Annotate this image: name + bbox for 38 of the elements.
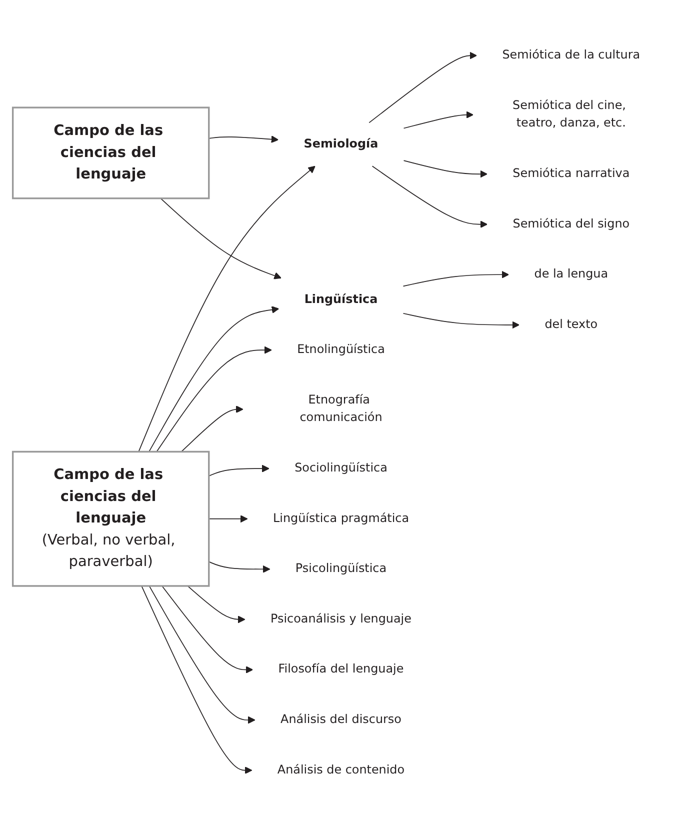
arrow [160, 198, 282, 280]
arrow [368, 52, 477, 124]
node-box: Campo de las ciencias del lenguaje (Verbal, no verbal, paraverbal) [12, 450, 210, 587]
node-text: Semiótica del signo [512, 217, 630, 231]
arrow [141, 586, 252, 774]
arrow [403, 111, 474, 129]
node-text: Semiótica de la cultura [502, 48, 640, 62]
node-text: Semiótica narrativa [512, 166, 630, 180]
arrow [148, 586, 256, 724]
arrow [402, 313, 520, 329]
arrow [208, 515, 248, 523]
node-text: Semiología [304, 137, 378, 151]
node-text: de la lengua [534, 267, 608, 282]
arrow [148, 306, 280, 452]
node-text: Sociolingüística [294, 461, 388, 476]
arrow [372, 166, 488, 228]
arrow [208, 561, 270, 573]
node-text: Lingüística [304, 292, 378, 306]
arrow [208, 136, 279, 144]
node-text: Etnografía comunicación [300, 393, 382, 425]
node-text: del texto [544, 318, 598, 332]
arrow [402, 270, 510, 287]
arrow [162, 586, 254, 674]
arrow [208, 464, 270, 476]
node-text: Etnolingüística [297, 342, 385, 357]
node-text: Psicolingüística [295, 562, 387, 576]
node-text: Análisis de contenido [277, 763, 405, 777]
arrow [403, 160, 488, 178]
arrow [138, 166, 316, 452]
arrow [156, 346, 272, 452]
node-text: Lingüística pragmática [272, 512, 410, 526]
arrow [187, 586, 246, 624]
node-box: Campo de las ciencias del lenguaje [12, 106, 210, 200]
node-text: Filosofía del lenguaje [278, 662, 404, 676]
node-text: Semiótica del cine, teatro, danza, etc. [512, 98, 626, 130]
node-text: Análisis del discurso [280, 712, 402, 726]
node-text: Psicoanálisis y lenguaje [270, 612, 412, 626]
arrow [180, 406, 244, 452]
